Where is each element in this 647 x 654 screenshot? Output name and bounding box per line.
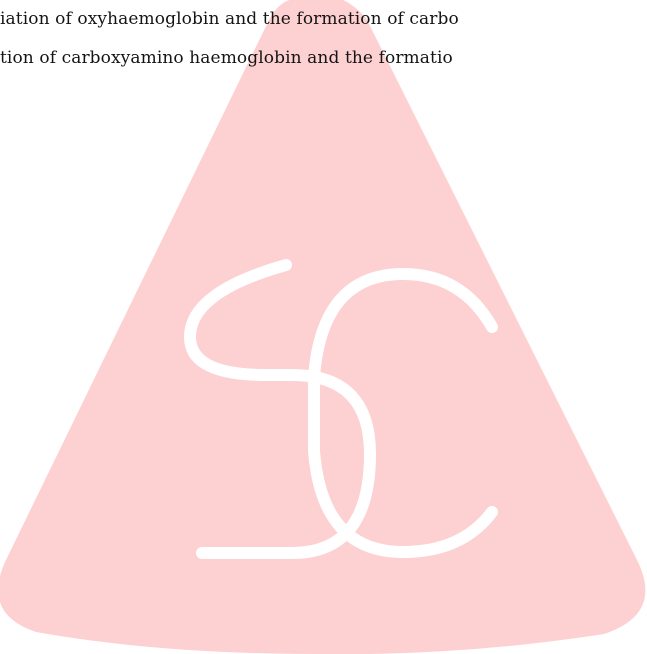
text-line: tion of carboxyamino haemoglobin and the… xyxy=(0,48,453,68)
watermark-letter-c xyxy=(308,268,498,558)
watermark-letter-s xyxy=(184,259,376,559)
text-line: iation of oxyhaemoglobin and the formati… xyxy=(0,9,459,29)
